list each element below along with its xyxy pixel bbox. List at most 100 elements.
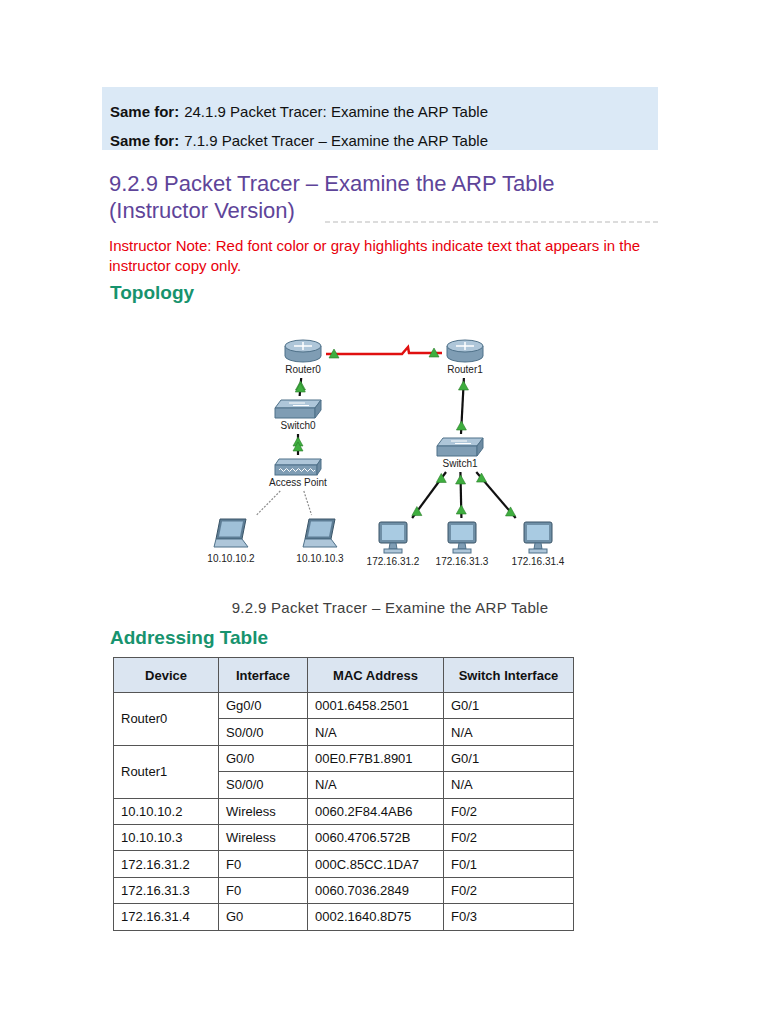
pc-device: 172.16.31.2 [367,520,420,568]
table-cell: N/A [443,771,574,798]
cell-text: 0060.7036.2849 [315,883,409,898]
cell-text: Wireless [226,804,276,819]
switch-device: Switch1 [435,436,485,470]
link-light [329,349,339,358]
table-cell: 172.16.31.3 [113,877,219,904]
link-light [456,475,466,484]
link-light [295,383,305,392]
cell-text: S0/0/0 [226,725,264,740]
cell-text: G0/1 [451,698,479,713]
table-cell: 000C.85CC.1DA7 [307,850,444,877]
instructor-note: Instructor Note: Red font color or gray … [109,236,669,276]
table-cell: Wireless [218,798,308,825]
table-cell: F0 [218,850,308,877]
cell-text: N/A [315,777,337,792]
cell-text: S0/0/0 [226,777,264,792]
cell-text: F0/2 [451,804,477,819]
link-light [429,348,439,357]
wireless-link [304,491,312,515]
cell-text: 172.16.31.4 [121,909,190,924]
related-activity: 7.1.9 Packet Tracer – Examine the ARP Ta… [184,132,488,149]
table-cell: Gg0/0 [218,692,308,719]
cell-text: 172.16.31.3 [121,883,190,898]
table-header-cell: Interface [218,657,308,693]
table-header-cell: MAC Address [307,657,444,693]
link-light [456,421,466,430]
cell-text: 0060.4706.572B [315,830,410,845]
cell-text: G0 [226,909,243,924]
cell-text: F0/2 [451,830,477,845]
table-cell: 172.16.31.4 [113,903,219,930]
cell-text: F0/3 [451,909,477,924]
cell-text: 0002.1640.8D75 [315,909,411,924]
cell-text: Router0 [121,711,167,726]
device-label: 172.16.31.2 [367,556,420,568]
pc-device: 172.16.31.3 [436,520,489,568]
table-cell: S0/0/0 [218,771,308,798]
cell-text: F0 [226,857,241,872]
cell-text: Interface [236,668,290,683]
laptop-icon [212,517,250,553]
switch-device: Switch0 [273,398,323,432]
laptop-icon [301,517,339,553]
cell-text: Wireless [226,830,276,845]
router-device: Router1 [444,338,486,376]
device-label: Switch1 [442,458,477,470]
cell-text: 10.10.10.2 [121,804,182,819]
router-icon [282,338,324,364]
pc-device: 172.16.31.4 [512,520,565,568]
table-cell: Wireless [218,824,308,851]
table-cell: N/A [443,718,574,745]
table-cell: F0 [218,877,308,904]
table-cell: F0/3 [443,903,574,930]
cell-text: Router1 [121,764,167,779]
cell-text: 000C.85CC.1DA7 [315,857,419,872]
device-label: 172.16.31.3 [436,556,489,568]
table-cell: 0001.6458.2501 [307,692,444,719]
ap-icon [273,457,323,477]
cell-text: 172.16.31.2 [121,857,190,872]
table-cell: 10.10.10.3 [113,824,219,851]
cell-text: N/A [451,725,473,740]
table-cell: F0/2 [443,798,574,825]
serial-link [326,347,442,354]
table-cell: 0002.1640.8D75 [307,903,444,930]
table-header-cell: Switch Interface [443,657,574,693]
cell-text: G0/0 [226,751,254,766]
device-label: Router1 [447,364,483,376]
router-device: Router0 [282,338,324,376]
table-cell: 0060.2F84.4AB6 [307,798,444,825]
device-label: Router0 [285,364,321,376]
same-for-label: Same for: [110,132,179,149]
dashed-rule [325,222,658,223]
table-cell: Router1 [113,745,219,799]
banner-line: Same for: 7.1.9 Packet Tracer – Examine t… [110,132,488,149]
pc-icon [446,520,478,556]
table-cell: N/A [307,771,444,798]
device-label: 10.10.10.3 [296,553,343,565]
cell-text: N/A [451,777,473,792]
cell-text: 00E0.F7B1.8901 [315,751,413,766]
figure-caption: 9.2.9 Packet Tracer – Examine the ARP Ta… [190,599,590,616]
link-light [456,505,466,514]
table-cell: G0 [218,903,308,930]
table-cell: F0/2 [443,877,574,904]
same-for-label: Same for: [110,103,179,120]
cell-text: Gg0/0 [226,698,261,713]
device-label: Access Point [269,477,327,489]
table-cell: 00E0.F7B1.8901 [307,745,444,772]
cell-text: G0/1 [451,751,479,766]
page-title: 9.2.9 Packet Tracer – Examine the ARP Ta… [109,170,629,224]
link-light [458,381,468,390]
device-label: 172.16.31.4 [512,556,565,568]
switch-icon [273,398,323,420]
ethernet-link [476,472,515,518]
device-label: Switch0 [280,420,315,432]
table-cell: S0/0/0 [218,718,308,745]
device-label: 10.10.10.2 [207,553,254,565]
section-heading: Addressing Table [110,626,410,650]
table-cell: 172.16.31.2 [113,850,219,877]
cell-text: N/A [315,725,337,740]
table-cell: F0/1 [443,850,574,877]
